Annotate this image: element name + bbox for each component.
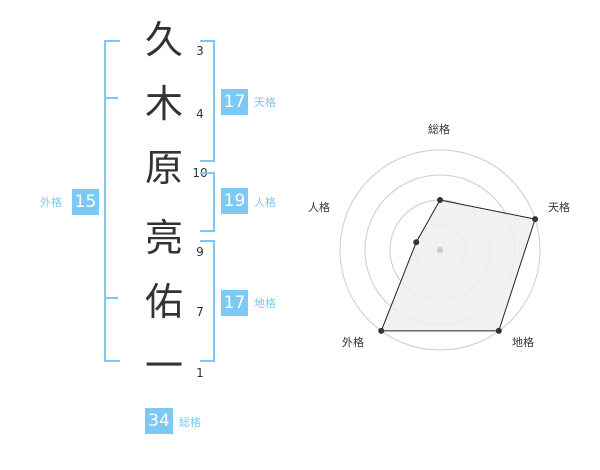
radar-axis-label-chikaku: 地格	[512, 336, 534, 349]
bracket-tick	[104, 97, 118, 99]
radar-chart	[339, 149, 541, 351]
jinkaku-badge: 19	[221, 188, 248, 214]
chikaku-bracket	[200, 240, 215, 362]
name-char-1: 久	[144, 18, 183, 62]
chikaku-label: 地格	[254, 297, 276, 310]
jinkaku-label: 人格	[254, 196, 276, 209]
radar-point-1	[532, 216, 539, 223]
radar-point-0	[437, 197, 443, 203]
soukaku-badge: 34	[145, 408, 173, 434]
gaikaku-label: 外格	[40, 196, 62, 209]
radar-center-dot	[437, 247, 443, 253]
radar-point-4	[413, 239, 420, 246]
radar-axis-label-jinkaku: 人格	[308, 201, 330, 214]
radar-series-polygon	[380, 199, 536, 332]
chikaku-badge: 17	[221, 290, 248, 316]
name-char-6: 一	[144, 344, 183, 388]
gaikaku-bracket	[104, 40, 120, 362]
soukaku-label: 総格	[179, 416, 201, 429]
radar-grid-ring	[339, 149, 541, 351]
stroke-count-5: 7	[196, 305, 204, 319]
bracket-tick	[104, 297, 118, 299]
radar-axis-label-gaikaku: 外格	[342, 336, 364, 349]
stroke-count-2: 4	[196, 107, 204, 121]
radar-axis-label-tenkaku: 天格	[548, 201, 570, 214]
stroke-count-1: 3	[196, 44, 204, 58]
radar-point-2	[495, 327, 502, 334]
tenkaku-label: 天格	[254, 96, 276, 109]
name-char-3: 原	[144, 146, 183, 190]
stroke-count-4: 9	[196, 245, 204, 259]
radar-point-3	[378, 327, 385, 334]
stroke-count-6: 1	[196, 366, 204, 380]
name-char-4: 亮	[144, 216, 183, 260]
radar-axis-label-soukaku: 総格	[428, 123, 450, 136]
name-char-2: 木	[144, 82, 183, 126]
tenkaku-bracket	[200, 40, 215, 162]
name-char-5: 佑	[144, 280, 183, 324]
tenkaku-badge: 17	[221, 89, 248, 115]
gaikaku-badge: 15	[72, 189, 99, 215]
jinkaku-bracket	[200, 172, 215, 232]
